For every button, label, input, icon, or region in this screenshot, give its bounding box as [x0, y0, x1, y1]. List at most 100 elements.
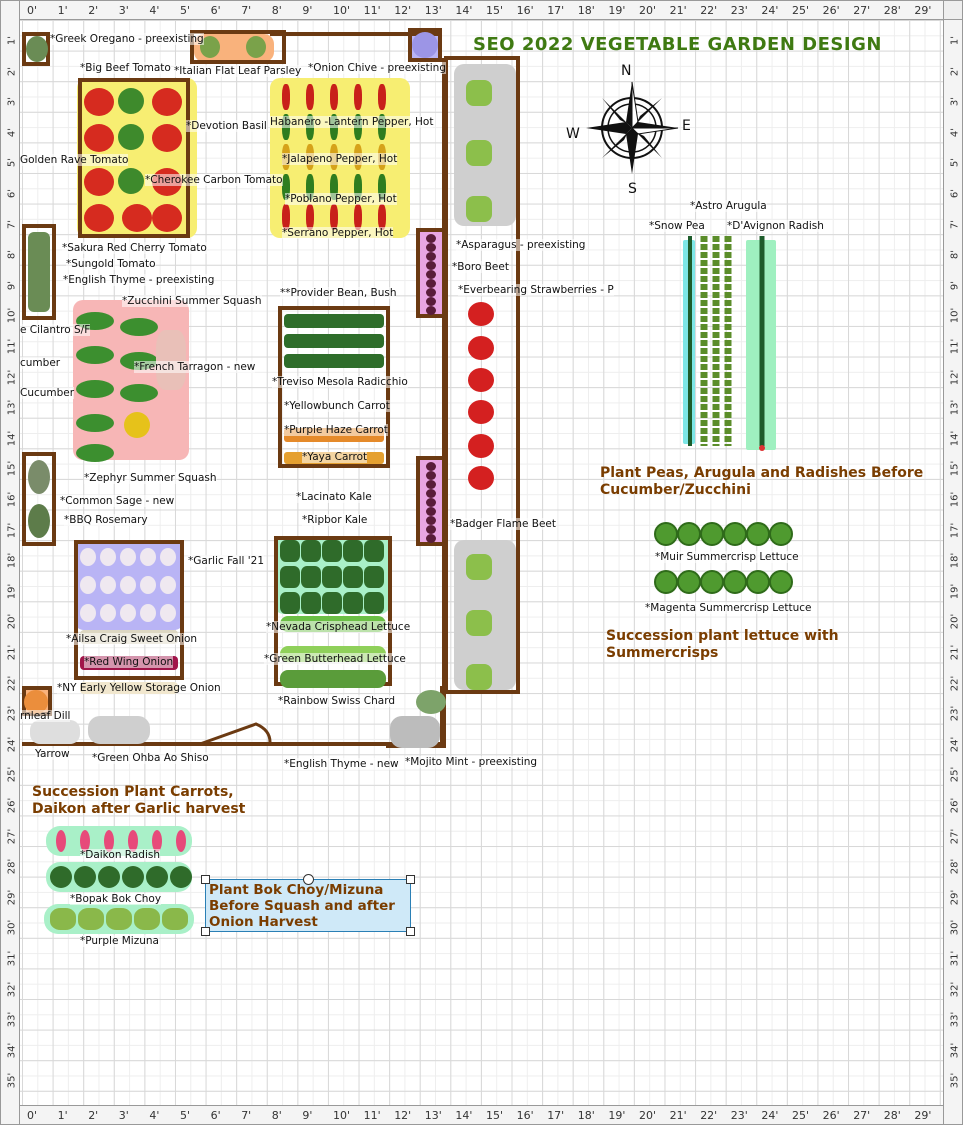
north-fence: [270, 32, 442, 36]
ruler-tick-label: 15': [486, 1109, 504, 1122]
beet-icon: [426, 534, 436, 543]
ruler-tick-label: 3': [949, 97, 961, 107]
kale-icon: [280, 592, 300, 614]
ruler-tick-label: 12': [949, 369, 961, 385]
squash-icon: [76, 380, 114, 398]
label-zucchini: *Zucchini Summer Squash: [122, 295, 262, 307]
parsley-icon: [246, 36, 266, 58]
pepper-icon: [306, 204, 314, 230]
note-peas-arugula[interactable]: Plant Peas, Arugula and Radishes Before …: [600, 465, 924, 498]
compass-west: W: [566, 126, 580, 142]
ruler-tick-label: 34': [6, 1042, 18, 1059]
asparagus-icon: [466, 80, 492, 106]
ruler-tick-label: 26': [822, 4, 840, 17]
label-french-tarragon: *French Tarragon - new: [134, 361, 256, 373]
garlic-icon: [80, 604, 96, 622]
label-fernleaf-dill: rnleaf Dill: [20, 710, 71, 722]
ruler-tick-label: 11': [363, 4, 381, 17]
garlic-icon: [160, 604, 176, 622]
ruler-tick-label: 20': [639, 1109, 657, 1122]
note-bok-choy-selected[interactable]: Plant Bok Choy/Mizuna Before Squash and …: [205, 879, 411, 932]
garlic-icon: [120, 548, 136, 566]
label-strawberries: *Everbearing Strawberries - P: [458, 284, 614, 296]
radish-icon: [128, 830, 138, 852]
ruler-tick-label: 7': [949, 219, 961, 229]
note-carrots-daikon[interactable]: Succession Plant Carrots, Daikon after G…: [32, 784, 246, 817]
kale-icon: [343, 540, 363, 562]
tomato-icon: [152, 204, 182, 232]
pea-arugula-radish-rows[interactable]: [682, 236, 782, 452]
bok-choy-icon: [98, 866, 120, 888]
garlic-icon: [120, 576, 136, 594]
asparagus-icon: [466, 610, 492, 636]
beet-icon: [426, 252, 436, 261]
summercrisp-lettuce-icon: [769, 570, 793, 594]
asparagus-strawberry-bed[interactable]: [444, 56, 520, 694]
label-jalapeno: *Jalapeno Pepper, Hot: [282, 153, 398, 165]
summercrisp-lettuce-icon: [700, 522, 724, 546]
kale-icon: [280, 540, 300, 562]
pepper-icon: [330, 84, 338, 110]
beet-icon: [426, 516, 436, 525]
ruler-tick-label: 32': [949, 981, 961, 997]
beet-icon: [426, 471, 436, 480]
ruler-tick-label: 8': [271, 4, 282, 17]
summercrisp-lettuce-icon: [723, 522, 747, 546]
summercrisp-lettuce-icon: [700, 570, 724, 594]
resize-handle-nw[interactable]: [201, 875, 210, 884]
ruler-tick-label: 12': [394, 1109, 412, 1122]
ruler-tick-label: 6': [6, 188, 18, 199]
garlic-icon: [160, 548, 176, 566]
thyme-icon: [28, 232, 50, 312]
label-english-thyme-pre: *English Thyme - preexisting: [63, 274, 215, 286]
ruler-tick-label: 8': [271, 1109, 282, 1122]
label-sungold: *Sungold Tomato: [66, 258, 156, 270]
tomato-icon: [84, 168, 114, 196]
resize-handle-sw[interactable]: [201, 927, 210, 936]
resize-handle-se[interactable]: [406, 927, 415, 936]
tomato-icon: [84, 124, 114, 152]
chard-row-icon: [280, 670, 386, 688]
kale-icon: [301, 566, 321, 588]
ruler-tick-label: 7': [241, 4, 252, 17]
beet-icon: [426, 306, 436, 315]
asparagus-icon: [466, 664, 492, 690]
garlic-icon: [140, 576, 156, 594]
ruler-tick-label: 2': [88, 4, 99, 17]
ruler-tick-label: 18': [6, 552, 18, 569]
ruler-tick-label: 10': [6, 308, 18, 324]
ruler-tick-label: 6': [949, 188, 961, 199]
kale-icon: [364, 566, 384, 588]
beet-icon: [426, 480, 436, 489]
ruler-tick-label: 3': [118, 4, 129, 17]
squash-icon: [120, 318, 158, 336]
asparagus-icon: [466, 554, 492, 580]
garlic-icon: [120, 604, 136, 622]
ruler-tick-label: 28': [949, 858, 961, 875]
ruler-tick-label: 1': [949, 35, 961, 46]
thyme-cilantro-box[interactable]: [22, 224, 56, 320]
ruler-tick-label: 16': [949, 491, 961, 508]
beet-icon: [426, 279, 436, 288]
ruler-tick-label: 1': [57, 4, 68, 17]
oregano-box[interactable]: [22, 32, 50, 66]
ruler-tick-label: 19': [608, 1109, 626, 1122]
ruler-bottom: 0'1'2'3'4'5'6'7'8'9'10'11'12'13'14'15'16…: [0, 1105, 963, 1125]
beet-icon: [426, 234, 436, 243]
label-snow-pea: *Snow Pea: [649, 220, 705, 232]
parsley-box[interactable]: [190, 30, 286, 64]
ruler-tick-label: 5': [180, 4, 191, 17]
label-treviso: *Treviso Mesola Radicchio: [272, 376, 408, 388]
resize-handle-ne[interactable]: [406, 875, 415, 884]
ruler-tick-label: 17': [949, 522, 961, 538]
sage-rosemary-box[interactable]: [22, 452, 56, 546]
rotate-handle[interactable]: [303, 874, 314, 885]
ruler-tick-label: 25': [6, 767, 18, 783]
garlic-onion-bed[interactable]: [74, 540, 184, 680]
note-lettuce-succession[interactable]: Succession plant lettuce with Summercris…: [606, 628, 839, 661]
label-muir: *Muir Summercrisp Lettuce: [655, 551, 799, 563]
gate-icon[interactable]: [196, 716, 276, 748]
ruler-tick-label: 24': [949, 736, 961, 753]
summercrisp-lettuce-icon: [723, 570, 747, 594]
strawberry-icon: [468, 400, 494, 424]
